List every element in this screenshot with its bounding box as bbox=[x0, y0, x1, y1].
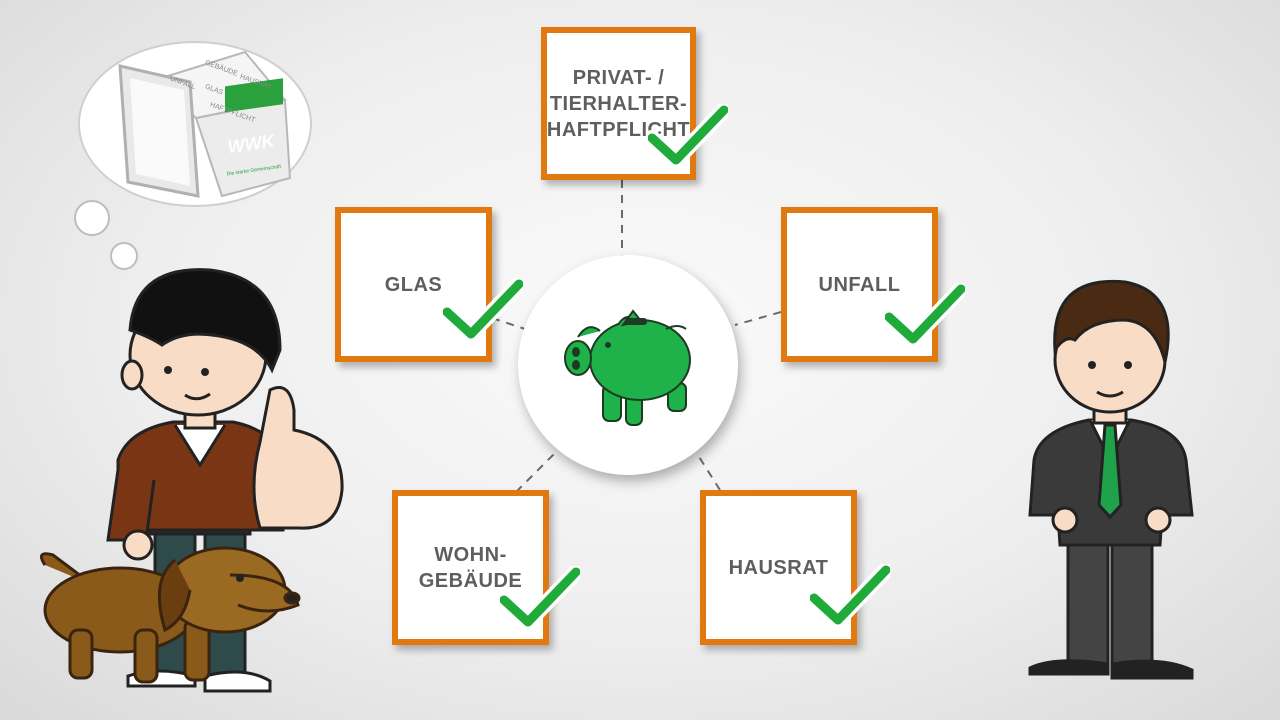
check-icon bbox=[443, 278, 523, 340]
thought-bubble: WWK Die starke Gemeinschaft UNFALL GEBÄU… bbox=[74, 41, 312, 270]
node-label: GLAS bbox=[384, 273, 443, 296]
node-label: HAUSRAT bbox=[728, 556, 829, 579]
center-hub bbox=[518, 255, 738, 475]
check-icon bbox=[885, 283, 965, 345]
insurance-box-icon bbox=[118, 50, 292, 198]
check-icon bbox=[810, 564, 890, 626]
businessman-illustration bbox=[1028, 279, 1194, 680]
casual-man-illustration bbox=[39, 268, 344, 693]
check-icon bbox=[648, 104, 728, 166]
check-icon bbox=[500, 566, 580, 628]
piggy-bank-icon bbox=[564, 309, 691, 426]
node-label: WOHN- GEBÄUDE bbox=[418, 543, 523, 592]
node-label: UNFALL bbox=[818, 273, 901, 296]
